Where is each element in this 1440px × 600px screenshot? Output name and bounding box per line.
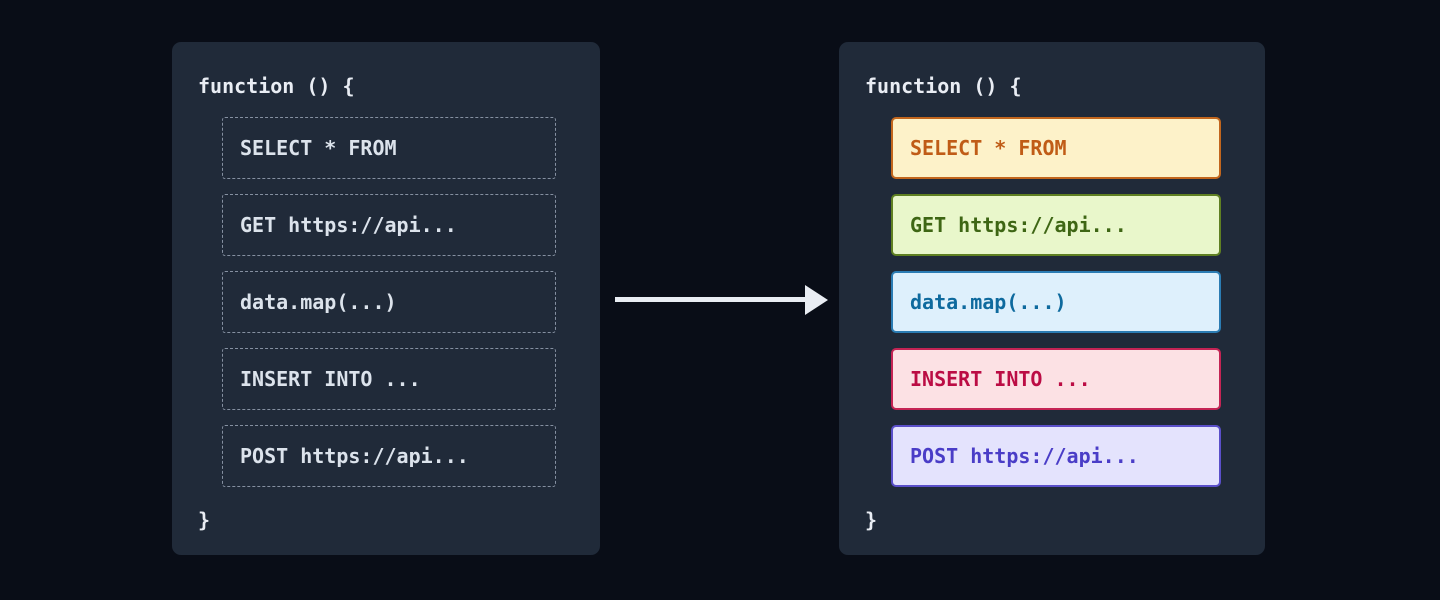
transform-arrow bbox=[615, 284, 828, 316]
snippet-box-map: data.map(...) bbox=[222, 271, 556, 333]
snippet-box-post-highlighted: POST https://api... bbox=[891, 425, 1221, 487]
code-panel-before: function () { SELECT * FROM GET https://… bbox=[172, 42, 600, 555]
snippet-label: data.map(...) bbox=[910, 290, 1067, 314]
function-close-line: } bbox=[865, 508, 878, 532]
snippet-label: POST https://api... bbox=[910, 444, 1139, 468]
snippet-box-post: POST https://api... bbox=[222, 425, 556, 487]
function-open-line: function () { bbox=[198, 74, 355, 98]
snippet-box-select: SELECT * FROM bbox=[222, 117, 556, 179]
function-open-line: function () { bbox=[865, 74, 1022, 98]
snippet-box-select-highlighted: SELECT * FROM bbox=[891, 117, 1221, 179]
snippet-label: GET https://api... bbox=[910, 213, 1127, 237]
snippet-box-insert: INSERT INTO ... bbox=[222, 348, 556, 410]
snippet-box-map-highlighted: data.map(...) bbox=[891, 271, 1221, 333]
snippet-list-before: SELECT * FROM GET https://api... data.ma… bbox=[222, 117, 556, 502]
snippet-label: GET https://api... bbox=[240, 213, 457, 237]
function-close-line: } bbox=[198, 508, 211, 532]
snippet-box-get: GET https://api... bbox=[222, 194, 556, 256]
snippet-label: INSERT INTO ... bbox=[910, 367, 1091, 391]
snippet-box-insert-highlighted: INSERT INTO ... bbox=[891, 348, 1221, 410]
snippet-label: SELECT * FROM bbox=[910, 136, 1067, 160]
snippet-box-get-highlighted: GET https://api... bbox=[891, 194, 1221, 256]
snippet-list-after: SELECT * FROM GET https://api... data.ma… bbox=[891, 117, 1221, 502]
arrow-right-icon bbox=[805, 285, 828, 315]
snippet-label: INSERT INTO ... bbox=[240, 367, 421, 391]
snippet-label: SELECT * FROM bbox=[240, 136, 397, 160]
snippet-label: POST https://api... bbox=[240, 444, 469, 468]
code-panel-after: function () { SELECT * FROM GET https://… bbox=[839, 42, 1265, 555]
snippet-label: data.map(...) bbox=[240, 290, 397, 314]
arrow-line bbox=[615, 297, 809, 302]
